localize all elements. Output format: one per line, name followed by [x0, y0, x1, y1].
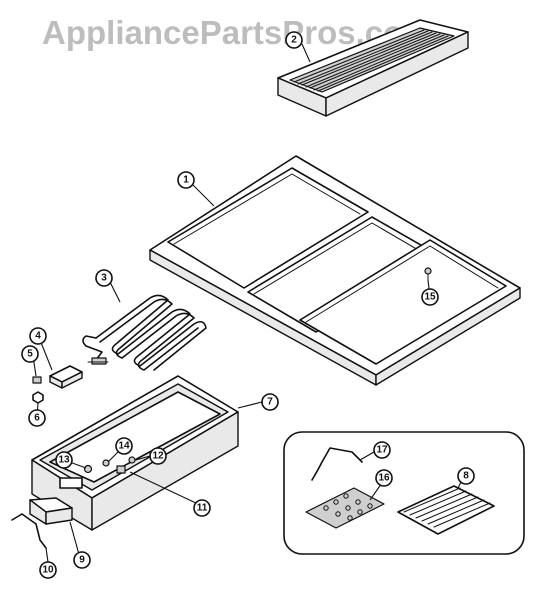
svg-text:11: 11 [197, 503, 208, 514]
callout-17: 17 [373, 441, 391, 459]
svg-text:16: 16 [378, 473, 390, 484]
part-cooktop-frame [149, 155, 521, 386]
part-bottom-clip [11, 513, 47, 549]
callout-14: 14 [115, 437, 133, 455]
part-screw [424, 267, 432, 281]
callout-13: 13 [55, 451, 73, 469]
part-wire [311, 447, 363, 481]
accessory-box [283, 431, 525, 555]
callout-2: 2 [285, 31, 303, 49]
callout-8: 8 [457, 467, 475, 485]
svg-text:14: 14 [118, 441, 130, 452]
part-filter-pad [305, 487, 385, 529]
part-grille [277, 19, 469, 117]
callout-12: 12 [149, 447, 167, 465]
svg-text:1: 1 [183, 175, 189, 186]
svg-text:3: 3 [101, 273, 107, 284]
part-insulator [32, 391, 44, 404]
callout-1: 1 [177, 171, 195, 189]
callout-10: 10 [39, 561, 57, 579]
callout-7: 7 [261, 393, 279, 411]
callout-16: 16 [375, 469, 393, 487]
svg-text:9: 9 [79, 555, 85, 566]
part-pan-fasteners [83, 456, 136, 474]
part-drip-pan [31, 375, 239, 531]
callout-11: 11 [193, 499, 211, 517]
part-heating-element [82, 294, 207, 371]
callout-6: 6 [28, 409, 46, 427]
callout-3: 3 [95, 269, 113, 287]
svg-text:5: 5 [27, 349, 33, 360]
svg-text:12: 12 [152, 451, 164, 462]
svg-text:7: 7 [267, 397, 273, 408]
svg-text:8: 8 [463, 471, 469, 482]
part-bracket [29, 497, 73, 525]
svg-text:17: 17 [376, 445, 388, 456]
svg-text:2: 2 [291, 35, 297, 46]
callout-4: 4 [29, 327, 47, 345]
svg-text:6: 6 [34, 413, 40, 424]
callout-15: 15 [421, 288, 439, 306]
callout-9: 9 [73, 551, 91, 569]
part-terminal-block [49, 365, 83, 389]
svg-text:10: 10 [42, 565, 54, 576]
callout-5: 5 [21, 345, 39, 363]
part-mesh-pad [397, 485, 495, 535]
svg-text:15: 15 [424, 292, 436, 303]
svg-text:13: 13 [58, 455, 70, 466]
part-clip [32, 376, 42, 384]
svg-text:4: 4 [35, 331, 41, 342]
